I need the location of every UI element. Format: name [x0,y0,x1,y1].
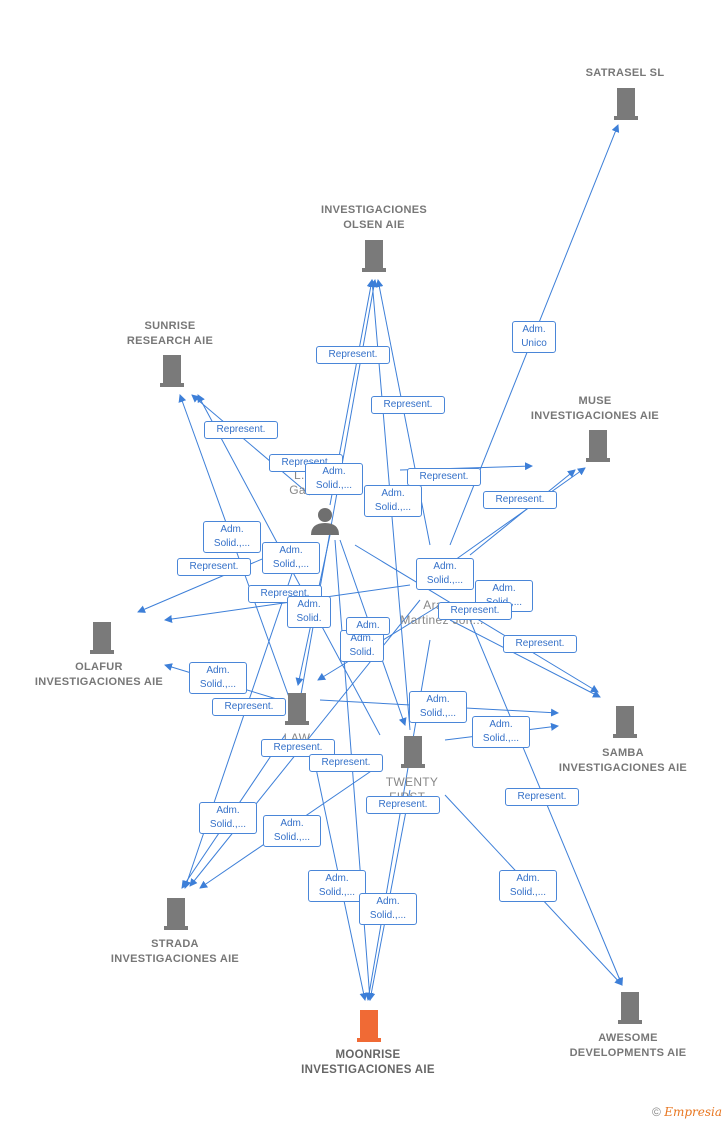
edge-tag[interactable]: Adm. Solid.,... [472,716,530,748]
building-icon-olafur [90,622,114,654]
edge-tag[interactable]: Represent. [505,788,579,806]
edge-tag[interactable]: Adm. [346,617,390,635]
edge-tag[interactable]: Represent. [438,602,512,620]
edge-tag[interactable]: Adm. Solid.,... [203,521,261,553]
building-icon-strada [164,898,188,930]
node-label-sunrise[interactable]: SUNRISE RESEARCH AIE [126,320,214,347]
edge-tag[interactable]: Represent. [309,754,383,772]
edge-tag[interactable]: Represent. [483,491,557,509]
building-icon-twenty-first [401,736,425,768]
link-line [469,469,576,556]
edge-tag[interactable]: Represent. [366,796,440,814]
edge-tag[interactable]: Adm. Solid.,... [189,662,247,694]
node-label-samba[interactable]: SAMBA INVESTIGACIONES AIE [558,747,688,774]
node-label-olafur[interactable]: OLAFUR INVESTIGACIONES AIE [34,661,164,688]
edge-tag[interactable]: Represent. [407,468,481,486]
edge-tag[interactable]: Adm. Solid.,... [416,558,474,590]
node-label-moonrise[interactable]: MOONRISE INVESTIGACIONES AIE [301,1049,435,1076]
edge-tag[interactable]: Adm. Solid.,... [409,691,467,723]
edge-tag[interactable]: Adm. Solid.,... [359,893,417,925]
edge-tag[interactable]: Represent. [316,346,390,364]
person-icon-ga [311,508,339,535]
edge-tag[interactable]: Adm. Unico [512,321,556,353]
edge-tag[interactable]: Adm. Solid.,... [499,870,557,902]
building-icon-samba [613,706,637,738]
edge-tag[interactable]: Represent. [261,739,335,757]
footer-brand[interactable]: © Empresia [652,1105,722,1119]
edge-tag[interactable]: Adm. Solid.,... [199,802,257,834]
copyright-symbol: © [652,1105,661,1119]
brand-logo-text: Empresia [664,1105,722,1119]
building-icon-law-one [285,693,309,725]
building-icon-moonrise [357,1010,381,1042]
node-label-satrasel[interactable]: SATRASEL SL [585,67,665,79]
node-label-awesome[interactable]: AWESOME DEVELOPMENTS AIE [569,1032,687,1059]
building-icon-olsen [362,240,386,272]
building-icon-muse [586,430,610,462]
edge-tag[interactable]: Represent. [371,396,445,414]
building-icon-sunrise [160,355,184,387]
node-label-muse[interactable]: MUSE INVESTIGACIONES AIE [530,395,660,422]
link-line [449,619,601,698]
edge-tag[interactable]: Adm. Solid.,... [262,542,320,574]
edge-tag[interactable]: Represent. [204,421,278,439]
building-icon-satrasel [614,88,638,120]
edge-tag[interactable]: Adm. Solid.,... [364,485,422,517]
edge-tag[interactable]: Adm. Solid.,... [263,815,321,847]
building-icon-awesome [618,992,642,1024]
node-label-strada[interactable]: STRADA INVESTIGACIONES AIE [110,938,240,965]
link-line [191,394,311,496]
edge-tag[interactable]: Represent. [212,698,286,716]
edge-tag[interactable]: Represent. [177,558,251,576]
edge-tag[interactable]: Represent. [503,635,577,653]
edge-tag[interactable]: Adm. Solid.,... [308,870,366,902]
edge-tag[interactable]: Adm. Solid. [287,596,331,628]
edge-tag[interactable]: Adm. Solid.,... [305,463,363,495]
node-label-olsen[interactable]: INVESTIGACIONES OLSEN AIE [321,204,427,231]
